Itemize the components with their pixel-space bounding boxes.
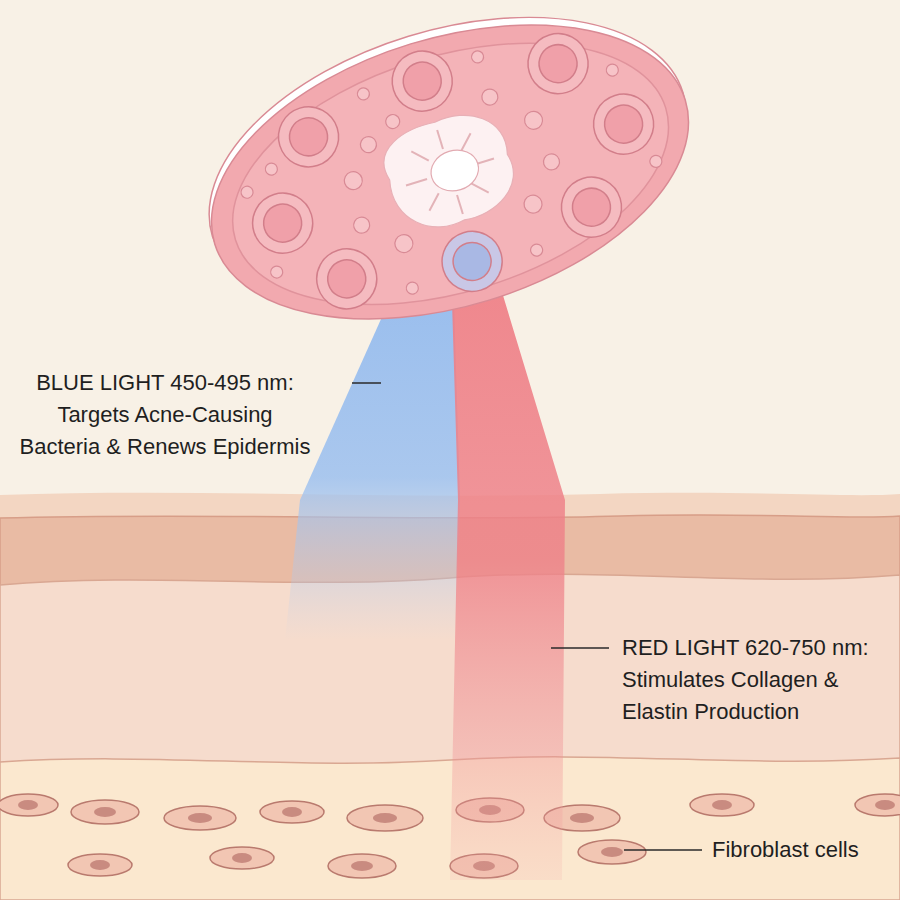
led-dot: [480, 87, 500, 107]
led-dot: [522, 193, 544, 215]
led-bulb: [586, 87, 661, 162]
cell-nucleus: [712, 800, 732, 810]
led-bulb: [554, 170, 629, 245]
glow-ray: [406, 179, 427, 185]
led-core: [534, 40, 581, 87]
device-inner-ring: [201, 0, 700, 353]
led-core: [323, 255, 370, 302]
led-bulb: [385, 44, 460, 119]
glow-ray: [411, 147, 428, 164]
cell-nucleus: [570, 813, 594, 823]
led-dot: [358, 135, 378, 155]
led-core: [568, 183, 615, 230]
led-dot: [352, 215, 372, 235]
led-core: [285, 113, 332, 160]
led-dot: [240, 185, 255, 200]
device-face: [176, 0, 725, 372]
fibroblast-group: [0, 794, 900, 878]
glow-ray: [425, 193, 442, 210]
led-bulb: [521, 26, 596, 101]
glow-rays: [393, 116, 507, 227]
cell-nucleus: [282, 807, 302, 817]
blue-light-label: BLUE LIGHT 450-495 nm: Targets Acne-Caus…: [16, 367, 314, 463]
cell-nucleus: [18, 800, 38, 810]
led-dot: [269, 265, 284, 280]
led-bulb: [245, 186, 320, 261]
led-dot: [605, 63, 620, 78]
led-core: [259, 199, 306, 246]
fibroblast-cell: [347, 805, 423, 831]
led-dot: [522, 109, 544, 131]
cell-nucleus: [90, 860, 110, 870]
fibroblast-cell: [328, 854, 396, 878]
led-dot: [470, 49, 485, 64]
fibroblast-cell: [578, 840, 646, 864]
led-dot: [405, 281, 420, 296]
led-dot: [342, 169, 364, 191]
fibroblast-cell: [68, 854, 132, 876]
led-device: [173, 0, 724, 372]
fibroblast-cell: [855, 794, 900, 816]
leader-line: [352, 382, 381, 384]
led-dot: [264, 162, 279, 177]
led-dot: [541, 152, 561, 172]
led-dot: [648, 154, 663, 169]
cell-nucleus: [601, 847, 623, 857]
led-bulb: [435, 224, 510, 299]
led-dot: [529, 243, 544, 258]
glow-ray: [457, 195, 463, 214]
glow-ray: [437, 130, 443, 149]
central-led: [426, 144, 484, 196]
cell-nucleus: [94, 807, 116, 817]
led-dot: [384, 113, 401, 130]
cell-nucleus: [875, 800, 895, 810]
cell-nucleus: [373, 813, 397, 823]
fibroblast-cell: [164, 806, 236, 830]
led-dot: [393, 232, 415, 254]
leader-line: [624, 849, 702, 851]
cell-label: Fibroblast cells: [712, 834, 897, 866]
led-dot: [356, 86, 371, 101]
fibroblast-cell: [71, 800, 139, 824]
fibroblast-cell: [690, 794, 754, 816]
led-core: [600, 100, 647, 147]
led-bulb: [309, 241, 384, 316]
led-bulb: [271, 99, 346, 174]
cell-nucleus: [232, 853, 252, 863]
subcutaneous-layer: [0, 757, 900, 900]
leader-line: [551, 647, 609, 649]
cell-nucleus: [188, 813, 212, 823]
cell-nucleus: [351, 861, 373, 871]
glow-ray: [457, 133, 474, 150]
red-light-beam: [450, 236, 565, 880]
led-core: [398, 57, 445, 104]
led-core: [448, 238, 495, 285]
fibroblast-cell: [260, 801, 324, 823]
central-glow: [375, 103, 524, 239]
red-light-label: RED LIGHT 620-750 nm: Stimulates Collage…: [622, 632, 892, 728]
fibroblast-cell: [210, 847, 274, 869]
fibroblast-cell: [0, 794, 58, 816]
